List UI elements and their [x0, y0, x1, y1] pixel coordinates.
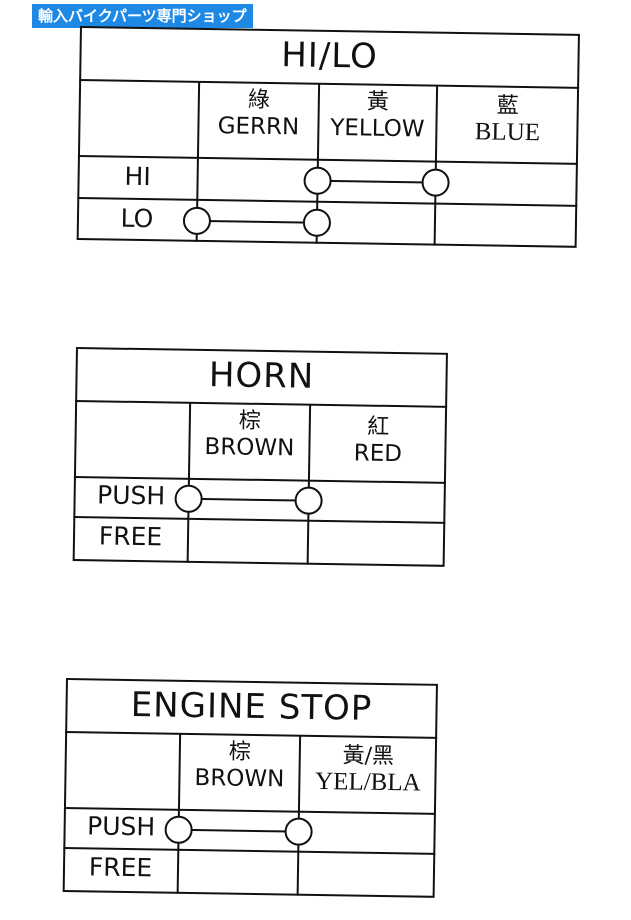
- hi-lo-grid: [76, 26, 580, 248]
- header-en: BLUE: [474, 118, 541, 147]
- contact-circle-icon: [284, 817, 313, 846]
- header-cjk: 黃/黑: [342, 743, 395, 770]
- contact-circle-icon: [164, 815, 193, 844]
- table-title: ENGINE STOP: [130, 685, 373, 729]
- contact-circle-icon: [182, 206, 211, 235]
- contact-connections: [182, 166, 450, 237]
- row-label-push: PUSH: [86, 811, 156, 842]
- horn-switch-table: HORN 棕 BROWN 紅 RED PUSH FREE: [72, 347, 448, 577]
- header-en: YEL/BLA: [314, 767, 421, 797]
- contact-connections: [164, 815, 313, 846]
- header-en: BROWN: [194, 765, 285, 793]
- column-header-brown: 棕 BROWN: [179, 740, 300, 794]
- row-label-hi: HI: [124, 161, 151, 192]
- contact-connections: [174, 484, 323, 515]
- column-header-yellow-black: 黃/黑 YEL/BLA: [299, 743, 437, 798]
- contact-bridge-line: [317, 179, 436, 184]
- header-cjk: 藍: [496, 93, 519, 119]
- contact-bridge-line: [188, 497, 309, 502]
- row-label-lo: LO: [120, 203, 154, 234]
- hi-lo-switch-table: HI/LO 綠 GERRN 黃 YELLOW 藍 BLUE HI LO: [76, 26, 580, 258]
- contact-circle-icon: [294, 486, 323, 515]
- column-header-yellow: 黃 YELLOW: [318, 90, 437, 144]
- horn-grid: [72, 347, 448, 567]
- row-label-free: FREE: [98, 521, 163, 552]
- header-en: YELLOW: [330, 114, 425, 143]
- header-cjk: 紅: [367, 414, 390, 440]
- column-header-brown: 棕 BROWN: [189, 409, 310, 463]
- header-cjk: 棕: [238, 408, 262, 434]
- header-cjk: 綠: [247, 87, 271, 113]
- row-label-push: PUSH: [96, 480, 166, 511]
- contact-circle-icon: [174, 484, 203, 513]
- contact-circle-icon: [302, 208, 331, 237]
- column-header-green: 綠 GERRN: [198, 88, 319, 142]
- column-header-red: 紅 RED: [309, 415, 447, 469]
- contact-bridge-line: [178, 828, 299, 833]
- row-label-free: FREE: [88, 852, 153, 883]
- header-cjk: 黃: [366, 89, 390, 115]
- engine-stop-grid: [62, 678, 438, 898]
- contact-circle-icon: [303, 166, 332, 195]
- column-header-blue: 藍 BLUE: [436, 94, 579, 148]
- header-en: GERRN: [217, 113, 300, 141]
- contact-circle-icon: [421, 168, 450, 197]
- header-cjk: 棕: [228, 739, 252, 765]
- table-title: HI/LO: [280, 35, 379, 77]
- table-title: HORN: [208, 355, 315, 397]
- shop-banner: 輸入バイクパーツ専門ショップ: [32, 4, 253, 28]
- contact-bridge-line: [196, 219, 317, 224]
- header-en: BROWN: [204, 434, 295, 462]
- engine-stop-switch-table: ENGINE STOP 棕 BROWN 黃/黑 YEL/BLA PUSH FRE…: [62, 678, 438, 908]
- header-en: RED: [353, 440, 403, 468]
